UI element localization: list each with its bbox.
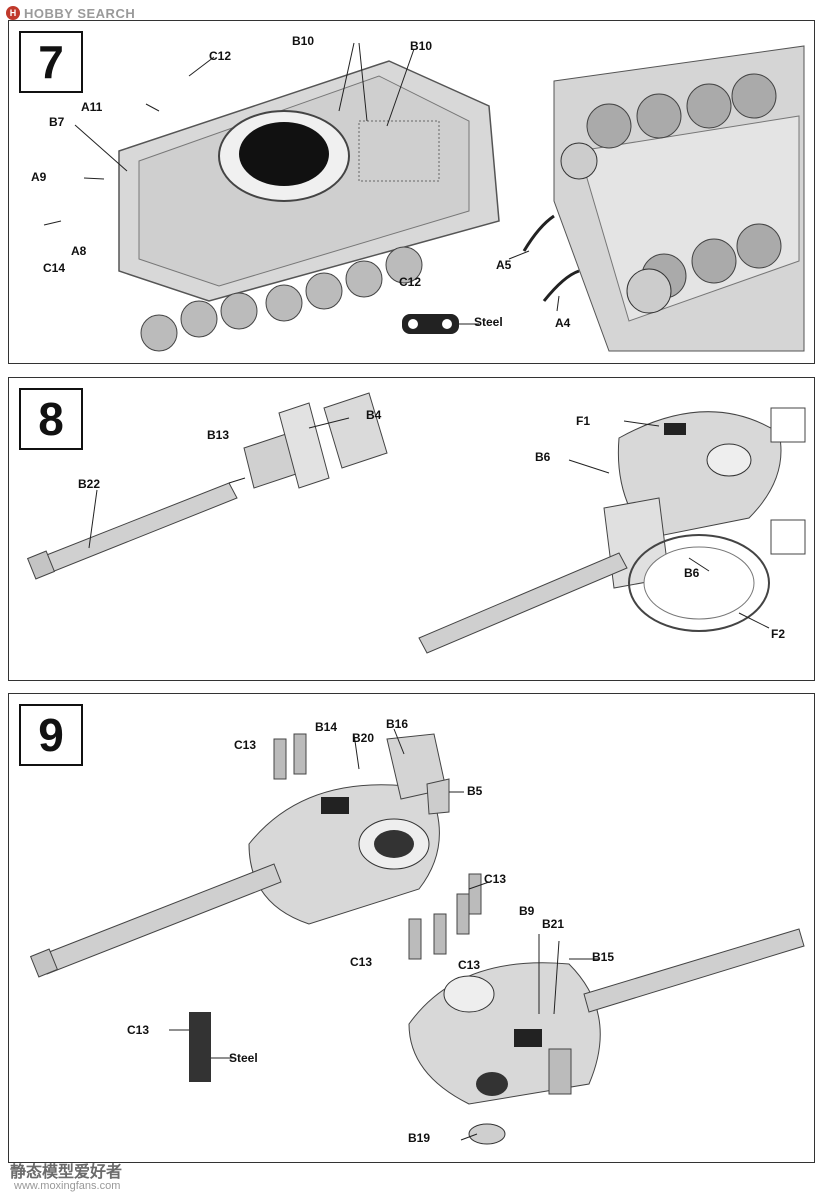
label-c14: C14 [43,261,66,275]
label-c12-top: C12 [209,49,232,63]
label-b6-top: B6 [535,450,551,464]
label-c13-bottom-right: C13 [458,958,481,972]
label-b13: B13 [207,428,230,442]
label-b16: B16 [386,717,409,731]
watermark-url: www.moxingfans.com [14,1180,121,1192]
step-7-illustration [43,42,805,352]
label-b10-left: B10 [292,34,315,48]
label-b5: B5 [467,784,483,798]
step-number: 8 [19,388,83,450]
step-8-panel: 8 B4 B13 B22 F1 B6 B6 F2 [8,377,815,681]
step-9-illustration [29,728,805,1145]
label-steel: Steel [229,1051,258,1065]
label-a8: A8 [71,244,87,258]
label-a5: A5 [496,258,512,272]
watermark-text: 静态模型爱好者 [10,1164,123,1181]
label-b21: B21 [542,917,565,931]
label-b20: B20 [352,731,375,745]
step-8-illustration [26,392,806,654]
label-b22: B22 [78,477,101,491]
label-steel: Steel [474,315,503,329]
label-c12-detail: C12 [399,275,422,289]
label-b15: B15 [592,950,615,964]
step-number: 9 [19,704,83,766]
step-9-panel: 9 [8,693,815,1163]
label-b14: B14 [315,720,338,734]
label-c13-detail: C13 [127,1023,150,1037]
label-f2: F2 [771,627,786,641]
step-number: 7 [19,31,83,93]
label-a4: A4 [555,316,571,330]
step-7-panel: 7 [8,20,815,364]
label-c13-right: C13 [484,872,507,886]
label-f1: F1 [576,414,591,428]
label-b10-right: B10 [410,39,433,53]
label-a11: A11 [81,100,103,114]
label-b7: B7 [49,115,65,129]
label-c13-top: C13 [234,738,257,752]
hobby-search-logo-icon: H [6,6,20,20]
site-logo: HOBBY SEARCH [24,5,136,21]
label-c13-bottom-left: C13 [350,955,373,969]
label-a9: A9 [31,170,47,184]
label-b4: B4 [366,408,382,422]
label-b19: B19 [408,1131,431,1145]
label-b9: B9 [519,904,535,918]
site-header: H HOBBY SEARCH [6,4,135,22]
label-b6-bottom: B6 [684,566,700,580]
